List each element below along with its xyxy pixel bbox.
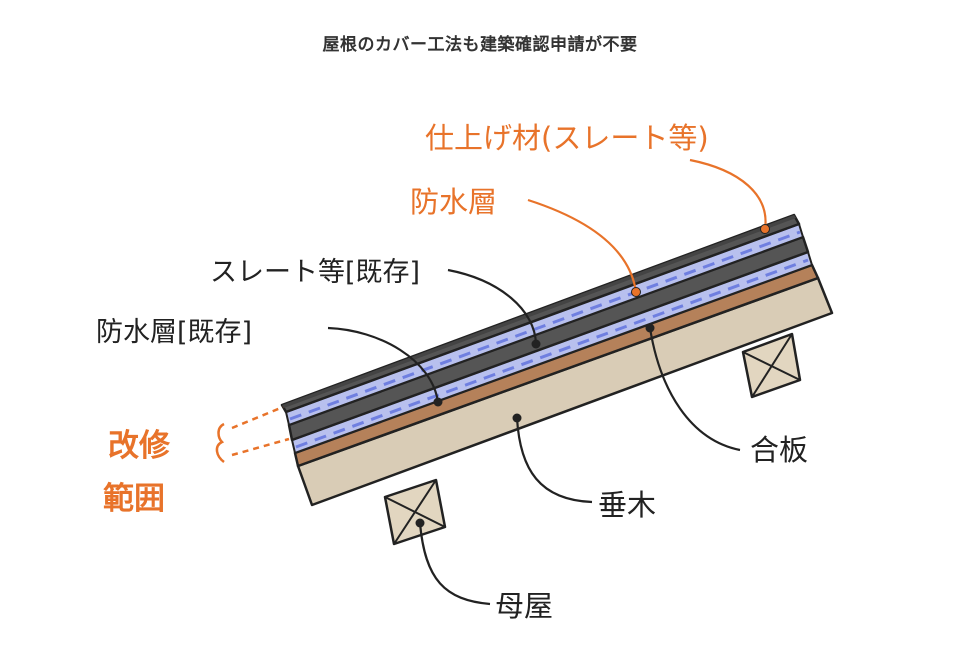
label-slate-existing: スレート等[既存] bbox=[210, 257, 420, 288]
leader-waterproof-new bbox=[527, 198, 641, 297]
label-rafter: 垂木 bbox=[598, 488, 656, 522]
purlin-block-left bbox=[383, 478, 447, 546]
leader-purlin bbox=[415, 518, 491, 606]
label-waterproof-new: 防水層 bbox=[410, 185, 497, 219]
leader-slate-existing bbox=[447, 268, 541, 349]
leader-rafter bbox=[512, 413, 593, 504]
page-title: 屋根のカバー工法も建築確認申請が不要 bbox=[322, 35, 638, 55]
leader-finish bbox=[689, 158, 770, 234]
label-plywood: 合板 bbox=[750, 433, 808, 467]
renovation-scope-bracket bbox=[215, 405, 290, 463]
label-finish: 仕上げ材(スレート等) bbox=[425, 121, 709, 155]
leader-waterproof-existing bbox=[327, 326, 443, 407]
plywood-layer bbox=[293, 263, 820, 468]
purlin-block-right bbox=[741, 332, 802, 399]
label-purlin: 母屋 bbox=[495, 589, 553, 623]
leader-plywood bbox=[645, 323, 741, 452]
label-scope-line1: 改修 bbox=[108, 428, 171, 464]
label-scope-line2: 範囲 bbox=[103, 481, 165, 517]
label-waterproof-existing: 防水層[既存] bbox=[96, 317, 252, 348]
